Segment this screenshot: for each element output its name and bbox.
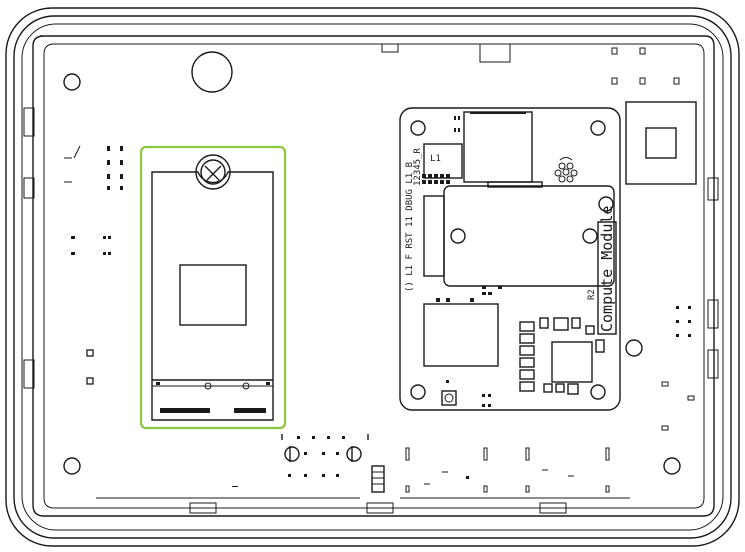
screw-icon	[195, 154, 231, 190]
raspberry-logo-icon	[554, 157, 578, 183]
compute-module-label: Compute Module	[598, 206, 616, 332]
compute-module-board: L1 () L1 F RST 11 DBUG L1 B 12345_R	[399, 107, 621, 411]
enclosure-mount-holes	[63, 51, 681, 475]
ssd-highlight-frame	[139, 145, 287, 430]
m2-ssd-module	[139, 145, 287, 430]
bottom-connectors	[232, 434, 610, 493]
led-row-label: () L1 F RST 11 DBUG L1 B	[405, 162, 415, 292]
right-pads	[661, 306, 695, 431]
enclosure-outline	[5, 7, 740, 547]
wall-clips	[23, 43, 719, 514]
left-components	[64, 145, 123, 385]
top-right-pads	[611, 47, 697, 185]
board-label-l1: L1	[430, 154, 441, 164]
rev-label: R2	[587, 289, 597, 300]
board-id-label: 12345_R	[413, 147, 423, 186]
